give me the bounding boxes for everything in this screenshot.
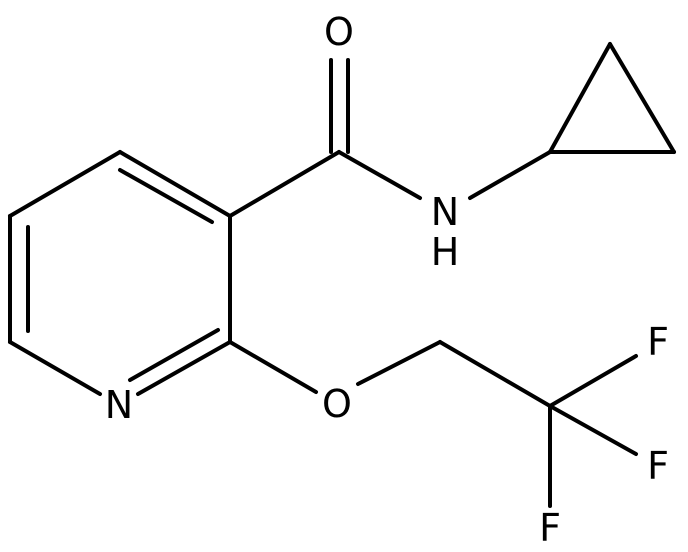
- bond-ch2-to-cf3: [438, 340, 552, 408]
- carboxamide-group: [228, 58, 552, 218]
- bond-ether-oxygen-to-ch2: [356, 340, 442, 386]
- pyridine-nitrogen-label: N: [105, 383, 133, 427]
- bond-cyclopropyl-right: [608, 42, 676, 154]
- cyclopropyl-ring: [548, 42, 676, 154]
- bond-ring-bottom-right-inner: [128, 328, 220, 382]
- bond-ring-top-right: [118, 150, 232, 218]
- bond-ring-bottom-left: [8, 340, 102, 396]
- bond-cf3-to-f-upper: [548, 354, 638, 408]
- bond-cyclopropyl-left: [548, 42, 612, 154]
- bond-ring-to-carbonyl: [228, 150, 341, 218]
- bond-cf3-to-f-right: [548, 404, 638, 456]
- bond-ring-top-left: [8, 150, 122, 218]
- amide-nitrogen-label: N: [431, 190, 459, 234]
- amide-hydrogen-label: H: [431, 230, 460, 274]
- bond-carbonyl-to-nitrogen: [337, 150, 422, 200]
- bond-nitrogen-to-cyclopropyl: [468, 150, 552, 200]
- carbonyl-oxygen-label: O: [324, 10, 354, 54]
- fluorine-lower-label: F: [539, 506, 561, 550]
- bond-ring-bottom-right: [136, 340, 232, 396]
- fluorine-upper-label: F: [647, 320, 669, 364]
- ether-oxygen-label: O: [322, 382, 352, 426]
- pyridine-ring: [8, 150, 232, 396]
- fluorine-right-label: F: [647, 444, 669, 488]
- trifluoroethoxy-group: [228, 340, 638, 508]
- bond-ring-top-right-inner: [118, 168, 214, 224]
- bond-ring-to-ether-oxygen: [228, 340, 318, 394]
